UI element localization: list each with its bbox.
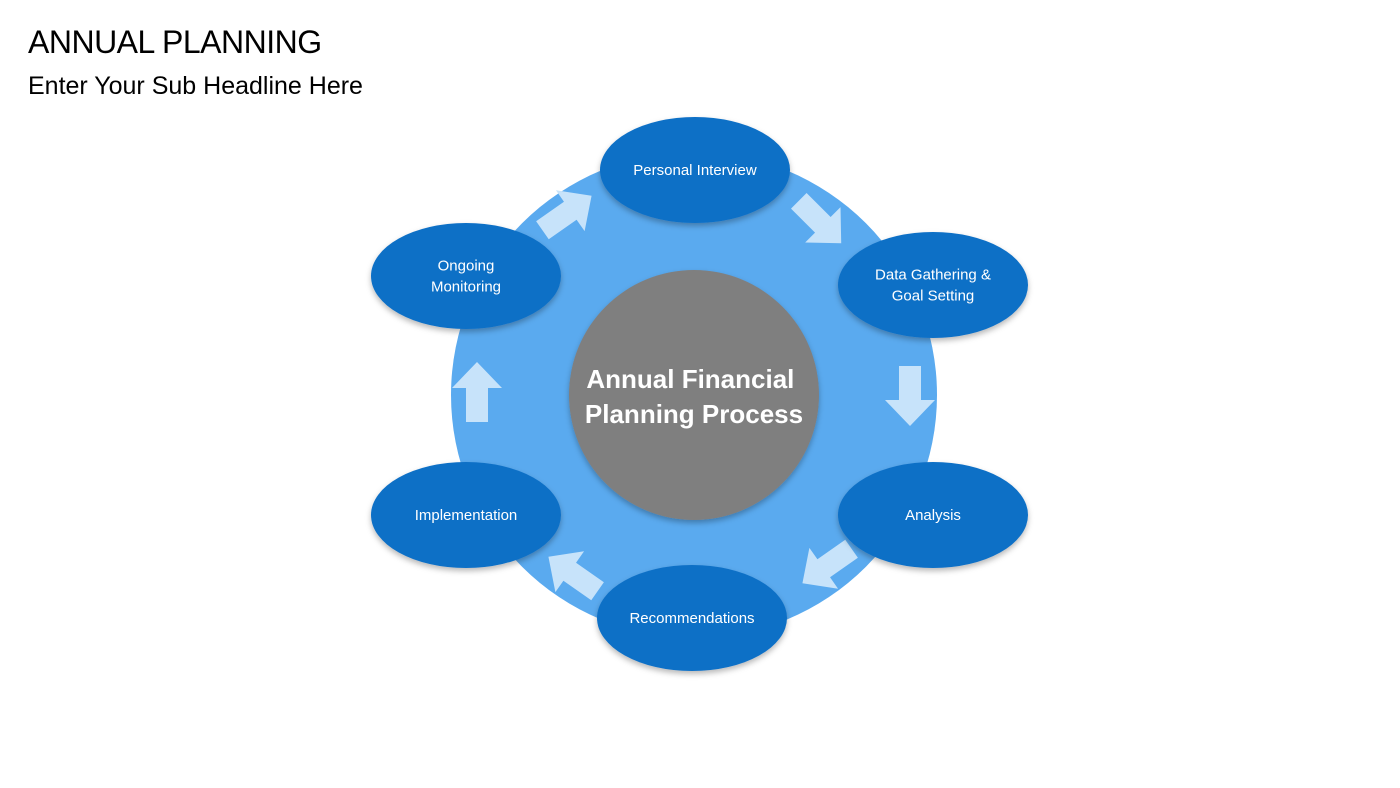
svg-text:Analysis: Analysis: [905, 507, 961, 524]
step-node-analysis: Analysis: [838, 462, 1028, 568]
flow-arrow-icon: [802, 539, 858, 589]
step-node-personal-interview: Personal Interview: [600, 117, 790, 223]
step-label-line: Ongoing: [438, 258, 495, 275]
center-label-line-1: Annual Financial: [586, 364, 794, 394]
svg-text:Recommendations: Recommendations: [629, 610, 754, 627]
step-label-line: Data Gathering &: [875, 267, 991, 284]
page-subtitle: Enter Your Sub Headline Here: [28, 72, 363, 100]
center-circle-group: Annual Financial Planning Process: [569, 270, 819, 520]
step-node-data-gathering: Data Gathering & Goal Setting: [838, 232, 1028, 338]
flow-arrow-icon: [548, 551, 604, 601]
step-ellipse: [838, 462, 1028, 568]
step-ellipse: [371, 462, 561, 568]
step-label-line: Personal Interview: [633, 162, 757, 179]
svg-text:Personal Interview: Personal Interview: [633, 162, 757, 179]
svg-text:Annual Financial Plann: Annual Financial Planning Process: [585, 364, 803, 429]
page-title: ANNUAL PLANNING: [28, 24, 322, 60]
step-label-line: Analysis: [905, 507, 961, 524]
step-node-implementation: Implementation: [371, 462, 561, 568]
step-ellipse: [597, 565, 787, 671]
step-label-line: Goal Setting: [892, 288, 975, 305]
step-ellipse: [600, 117, 790, 223]
step-label-line: Recommendations: [629, 610, 754, 627]
step-label-line: Monitoring: [431, 279, 501, 296]
flow-arrow-icon: [536, 190, 592, 240]
flow-arrow-icon: [791, 193, 842, 244]
step-ellipse: [838, 232, 1028, 338]
step-ellipse: [371, 223, 561, 329]
step-node-recommendations: Recommendations: [597, 565, 787, 671]
step-label-line: Implementation: [415, 507, 518, 524]
svg-text:Implementation: Implementation: [415, 507, 518, 524]
flow-arrow-icon: [885, 366, 935, 426]
svg-text:Data Gathering &Goal Setting: Data Gathering & Goal Setting: [875, 267, 991, 305]
center-circle: [569, 270, 819, 520]
flow-arrow-icon: [452, 362, 502, 422]
center-label-line-2: Planning Process: [585, 399, 803, 429]
